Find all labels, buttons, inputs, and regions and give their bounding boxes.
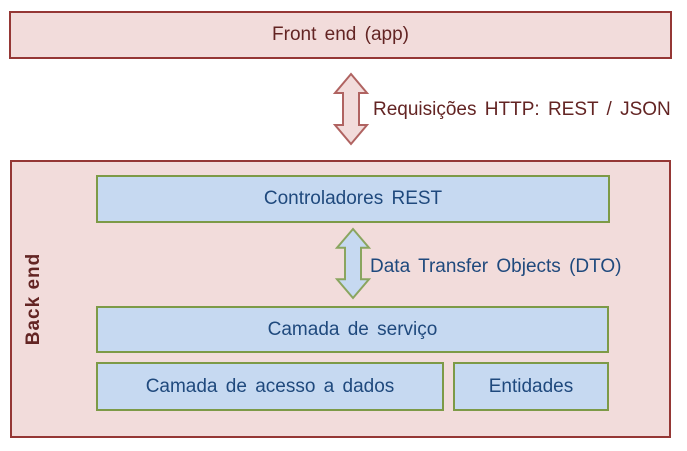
entities-box: Entidades [453, 362, 609, 411]
data-access-layer-box: Camada de acesso a dados [96, 362, 444, 411]
front-end-box: Front end (app) [9, 11, 672, 59]
http-double-arrow-icon [332, 72, 370, 146]
dto-arrow-label: Data Transfer Objects (DTO) [370, 256, 622, 277]
rest-controllers-label: Controladores REST [263, 188, 443, 209]
service-layer-box: Camada de serviço [96, 306, 609, 353]
http-arrow-label: Requisições HTTP: REST / JSON [373, 99, 671, 120]
dto-double-arrow-icon [334, 227, 372, 300]
service-layer-label: Camada de serviço [267, 318, 438, 340]
entities-label: Entidades [488, 375, 574, 397]
front-end-label: Front end (app) [272, 24, 409, 45]
data-access-layer-label: Camada de acesso a dados [145, 375, 395, 397]
rest-controllers-box: Controladores REST [96, 175, 610, 223]
dto-double-arrow-shape [334, 227, 372, 300]
http-double-arrow-shape [332, 72, 370, 146]
